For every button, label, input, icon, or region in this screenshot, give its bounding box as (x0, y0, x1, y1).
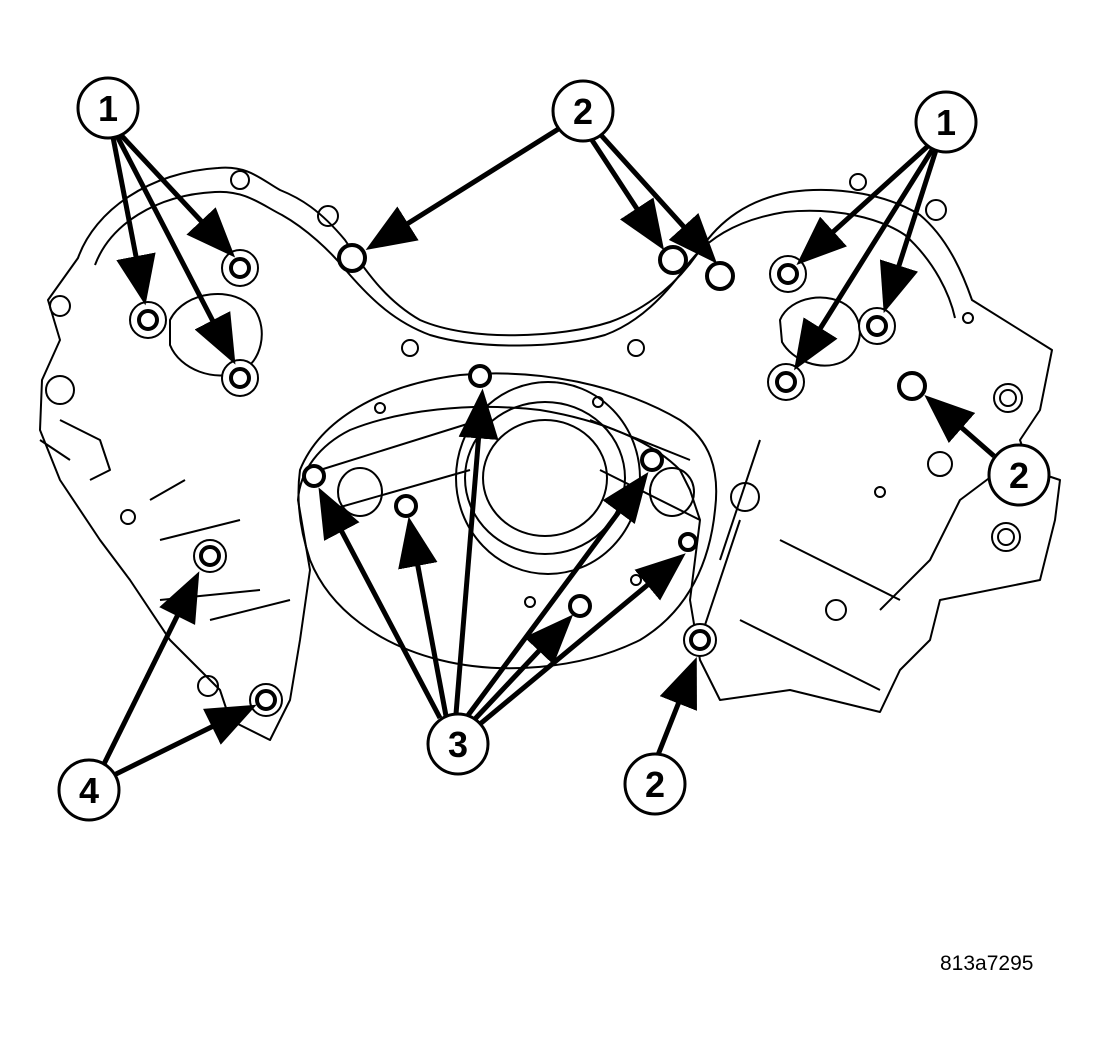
figure-id: 813a7295 (940, 952, 1034, 975)
callout-1-left: 1 (76, 76, 140, 140)
bolt-2-top-c (705, 261, 735, 291)
callout-label: 1 (98, 88, 118, 129)
callout-label: 2 (573, 91, 593, 132)
bolt-1-left-c (221, 359, 259, 397)
bolts (129, 243, 927, 717)
bolt-3-b (394, 494, 418, 518)
callout-label: 2 (1009, 455, 1029, 496)
timing-cover-outline (39, 166, 1061, 741)
bolt-1-right-c (767, 363, 805, 401)
bolt-2-top-a (337, 243, 367, 273)
callout-3: 3 (426, 712, 490, 776)
bolt-2-bottom (683, 623, 717, 657)
bolt-1-left-b (221, 249, 259, 287)
callout-2-bottom: 2 (623, 752, 687, 816)
bolt-3-f (678, 532, 698, 552)
bolt-4-a (193, 539, 227, 573)
bolt-1-right-a (769, 255, 807, 293)
bolt-1-right-b (858, 307, 896, 345)
bolt-2-right (897, 371, 927, 401)
callout-4: 4 (57, 758, 121, 822)
bolt-1-left-a (129, 301, 167, 339)
bolt-3-d (640, 448, 664, 472)
callout-2-right: 2 (987, 443, 1051, 507)
callout-label: 3 (448, 724, 468, 765)
bolt-3-c (468, 364, 492, 388)
callout-1-right: 1 (914, 90, 978, 154)
leader-arrows (99, 125, 996, 779)
callout-label: 1 (936, 102, 956, 143)
callout-2-top: 2 (551, 79, 615, 143)
bolt-3-e (568, 594, 592, 618)
callout-label: 2 (645, 764, 665, 805)
callout-label: 4 (79, 770, 99, 811)
bolt-4-b (249, 683, 283, 717)
bolt-2-top-b (658, 245, 688, 275)
bolt-3-a (302, 464, 326, 488)
